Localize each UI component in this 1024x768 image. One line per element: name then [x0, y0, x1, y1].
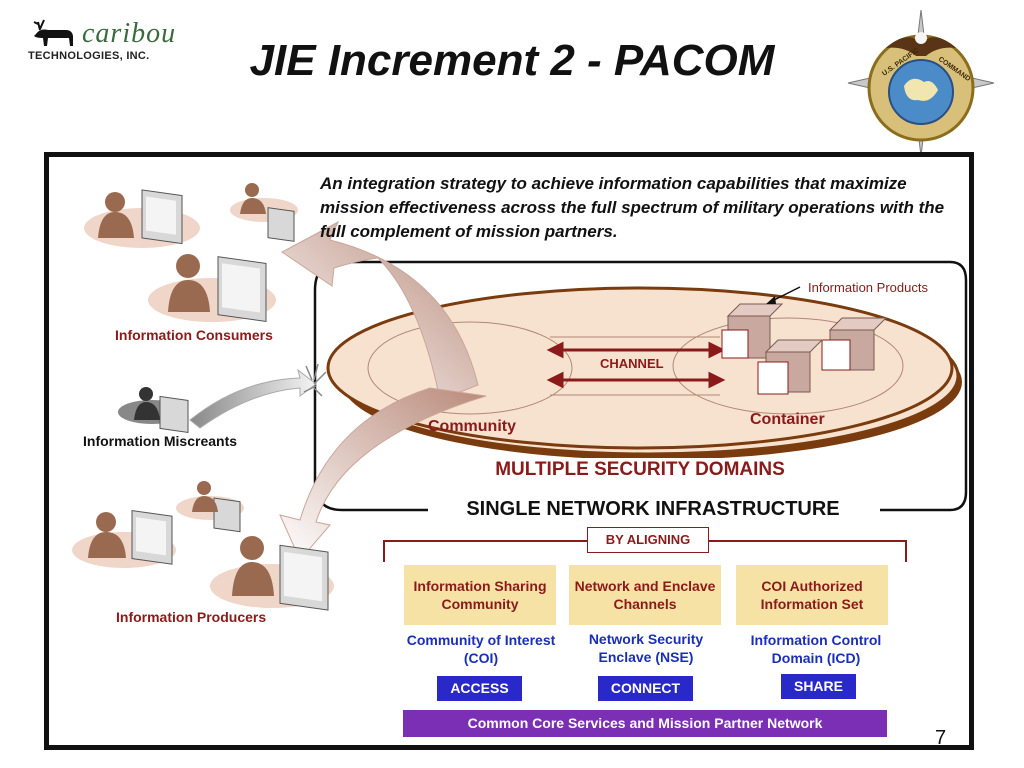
diagram-frame [44, 152, 974, 750]
container-oval [672, 317, 904, 415]
access-badge: ACCESS [437, 676, 522, 701]
channel-label: CHANNEL [600, 356, 664, 371]
producer-workstation-2 [72, 509, 176, 568]
info-product-box-2 [821, 317, 888, 371]
info-product-box-1 [721, 303, 784, 359]
caribou-logo [26, 14, 176, 74]
multiple-security-domains-label: MULTIPLE SECURITY DOMAINS [440, 458, 840, 482]
slide-title: JIE Increment 2 - PACOM [249, 36, 775, 85]
consumer-workstation-1 [84, 189, 200, 248]
by-aligning-label: BY ALIGNING [587, 527, 709, 553]
producer-arrow [279, 387, 487, 561]
info-product-box-3 [757, 339, 824, 395]
logo-subtitle: TECHNOLOGIES, INC. [28, 50, 150, 62]
container-label: Container [750, 411, 825, 428]
community-oval [367, 321, 573, 415]
coi-authorized-information-set-box: COI Authorized Information Set [736, 565, 888, 625]
blocked-spark-icon [303, 363, 327, 397]
single-network-infrastructure-label: SINGLE NETWORK INFRASTRUCTURE [428, 498, 878, 521]
information-miscreants-label: Information Miscreants [83, 433, 238, 449]
channel-arrow-bottom [546, 371, 726, 389]
channel-arrow-top [546, 341, 726, 359]
information-producers-label: Information Producers [116, 609, 267, 625]
aligning-bracket [383, 540, 907, 562]
security-domain-layer-1 [326, 286, 954, 450]
community-label: Community [428, 418, 516, 435]
producer-workstation-3 [210, 536, 334, 611]
connect-badge: CONNECT [598, 676, 693, 701]
pacom-seal-icon: U.S. PACIFIC COMMAND [847, 9, 995, 157]
information-control-domain-label: Information Control Domain (ICD) [750, 632, 882, 666]
share-badge: SHARE [781, 674, 856, 699]
network-security-enclave-label: Network Security Enclave (NSE) [588, 631, 704, 665]
consumer-workstation-2 [230, 183, 298, 242]
common-core-services-bar: Common Core Services and Mission Partner… [403, 710, 887, 737]
information-sharing-community-box: Information Sharing Community [404, 565, 556, 625]
consumer-workstation-3 [148, 254, 276, 322]
information-consumers-label: Information Consumers [115, 327, 273, 343]
network-enclave-channels-box: Network and Enclave Channels [569, 565, 721, 625]
community-of-interest-label: Community of Interest (COI) [406, 632, 556, 666]
miscreant-workstation [118, 387, 189, 433]
consumer-arrow [281, 220, 479, 401]
page-number: 7 [935, 727, 947, 749]
caribou-icon [33, 19, 73, 46]
information-products-label: Information Products [808, 280, 928, 295]
strategy-statement: An integration strategy to achieve infor… [320, 174, 945, 241]
miscreant-arrow [189, 368, 317, 429]
logo-wordmark: caribou [82, 18, 177, 49]
producer-workstation-1 [176, 481, 244, 533]
